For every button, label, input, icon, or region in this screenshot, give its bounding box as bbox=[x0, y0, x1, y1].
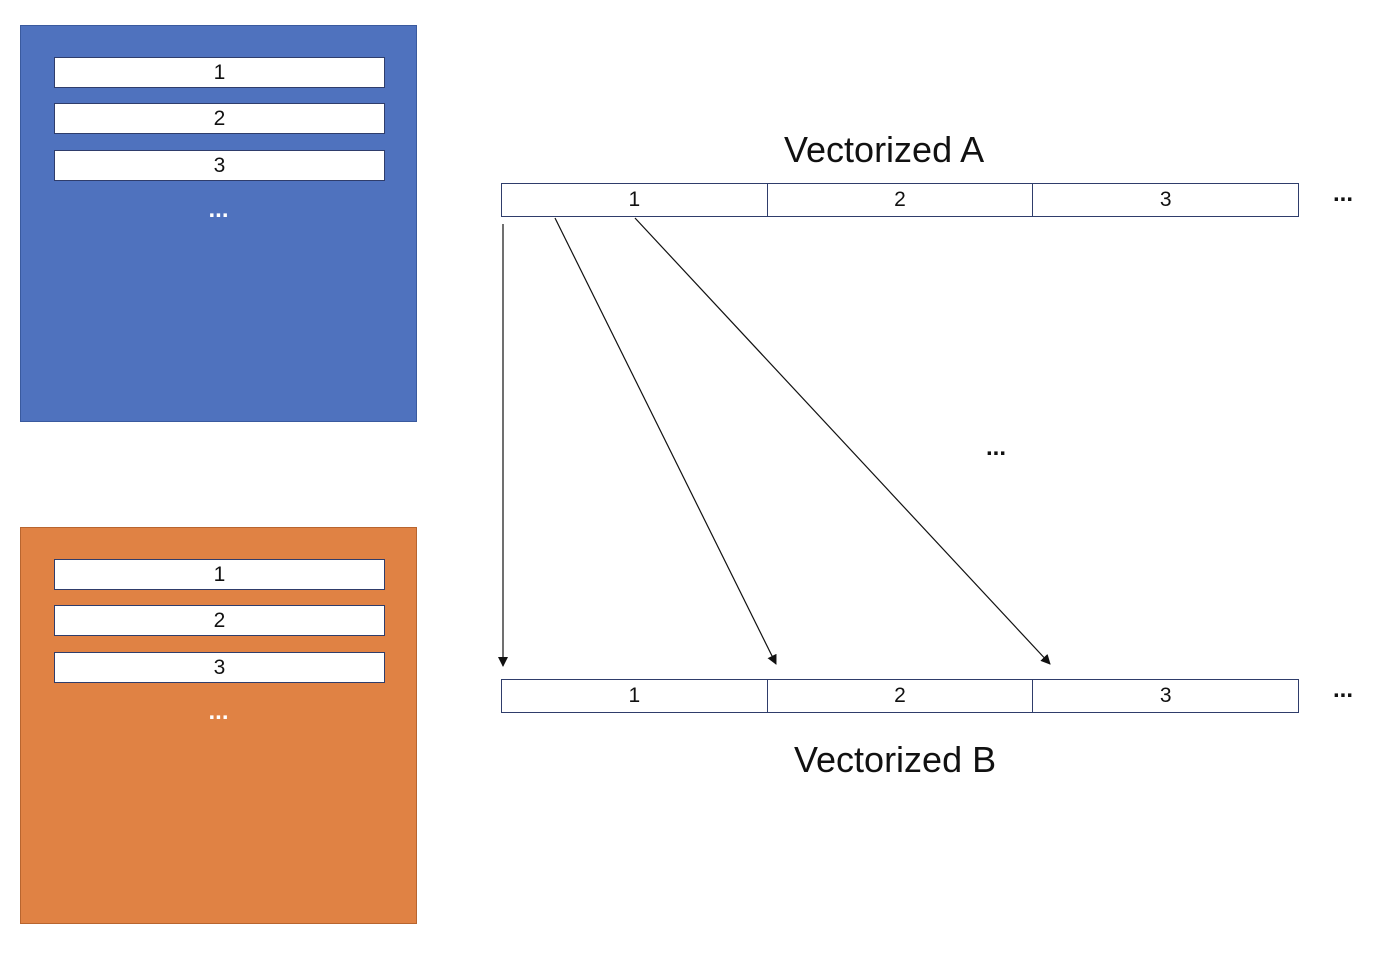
matrix-a-row: 2 bbox=[54, 103, 385, 134]
middle-ellipsis: ... bbox=[986, 434, 1007, 461]
matrix-a-row: 3 bbox=[54, 150, 385, 181]
arrow-2 bbox=[554, 217, 777, 665]
vector-b-cell: 1 bbox=[628, 684, 641, 707]
vector-a-cell: 2 bbox=[766, 184, 1033, 216]
vector-b-cell: 3 bbox=[1032, 680, 1298, 712]
matrix-a: 1 2 3 ... bbox=[20, 25, 417, 422]
vector-b: 1 2 3 bbox=[501, 679, 1299, 713]
vector-b-cell: 2 bbox=[766, 680, 1033, 712]
matrix-b: 1 2 3 ... bbox=[20, 527, 417, 924]
vector-a-cell: 1 bbox=[628, 188, 641, 211]
vector-a-ellipsis: ... bbox=[1333, 180, 1354, 207]
matrix-a-ellipsis: ... bbox=[208, 196, 229, 223]
matrix-a-row: 1 bbox=[54, 57, 385, 88]
matrix-b-row: 3 bbox=[54, 652, 385, 683]
arrow-3 bbox=[634, 217, 1051, 665]
matrix-b-row: 1 bbox=[54, 559, 385, 590]
matrix-b-ellipsis: ... bbox=[208, 698, 229, 725]
matrix-b-row: 2 bbox=[54, 605, 385, 636]
vector-b-title: Vectorized B bbox=[794, 739, 997, 780]
vector-a-cell: 3 bbox=[1032, 184, 1298, 216]
vector-a-title: Vectorized A bbox=[784, 129, 985, 170]
vector-b-ellipsis: ... bbox=[1333, 676, 1354, 703]
vector-a: 1 2 3 bbox=[501, 183, 1299, 217]
